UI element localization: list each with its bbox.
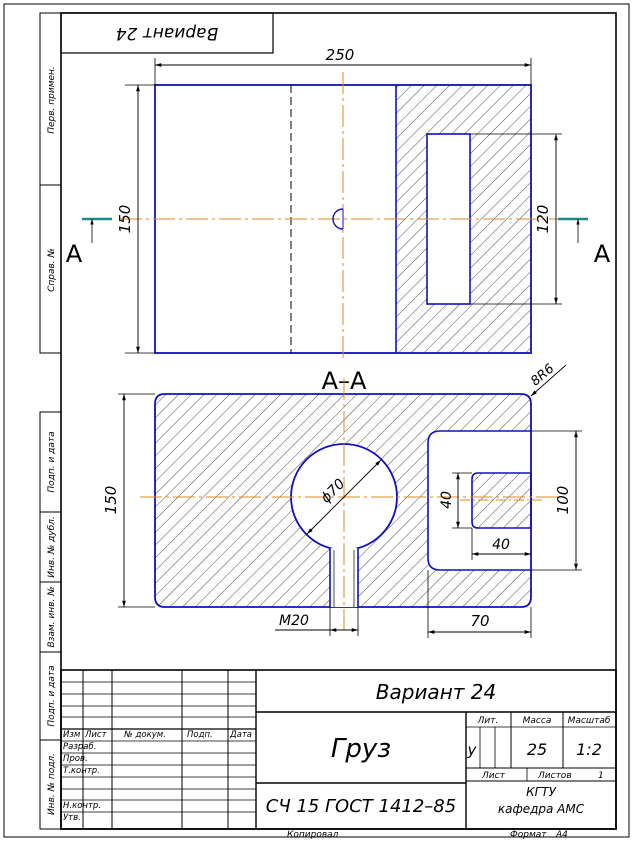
section-dim-notch-width: 40 xyxy=(492,537,510,553)
side-label-inv-podl: Инв. № подл. xyxy=(47,753,57,815)
row-utv: Утв. xyxy=(63,813,81,823)
title-name: Груз xyxy=(331,734,391,764)
massa-label: Масса xyxy=(523,716,552,726)
side-label-inv-dubl: Инв. № дубл. xyxy=(47,516,57,578)
side-label-podp-data-1: Подп. и дата xyxy=(47,431,57,492)
row-tkontr: Т.контр. xyxy=(63,766,100,776)
org-line1: КГТУ xyxy=(526,785,557,799)
section-body xyxy=(155,394,531,607)
rotated-variant-label: Вариант 24 xyxy=(116,23,218,43)
section-dim-100: 100 xyxy=(554,486,572,515)
top-dim-250: 250 xyxy=(326,46,355,64)
side-label-sprav-no: Справ. № xyxy=(47,248,57,292)
section-dim-notch-height: 40 xyxy=(439,491,455,509)
section-dim-150: 150 xyxy=(102,486,120,515)
title-block-text: Вариант 24 Груз СЧ 15 ГОСТ 1412–85 Изм Л… xyxy=(63,680,611,840)
title-material: СЧ 15 ГОСТ 1412–85 xyxy=(266,796,456,817)
col-izm: Изм xyxy=(63,730,81,740)
side-label-podp-data-2: Подп. и дата xyxy=(47,665,57,726)
col-podp: Подп. xyxy=(187,730,213,740)
top-view-hole-arc xyxy=(332,208,344,230)
row-razrab: Разраб. xyxy=(63,742,96,752)
sheet-label: Лист xyxy=(481,771,506,781)
top-view: 250 150 120 A A xyxy=(66,46,611,362)
col-doc: № докум. xyxy=(123,730,166,740)
sheets-label: Листов xyxy=(537,771,572,781)
side-label-perv-primen: Перв. примен. xyxy=(47,66,57,134)
section-dim-thread: M20 xyxy=(279,613,309,629)
massa-value: 25 xyxy=(527,740,547,759)
lit-value: у xyxy=(467,741,478,759)
lit-label: Лит. xyxy=(477,716,499,726)
sheets-value: 1 xyxy=(598,771,604,781)
sheet-outer-frame xyxy=(3,3,630,838)
section-pocket-outline xyxy=(427,430,531,571)
col-list: Лист xyxy=(84,730,108,740)
left-side-strip xyxy=(39,12,62,830)
row-nkontr: Н.контр. xyxy=(63,801,101,811)
org-line2: кафедра АМС xyxy=(498,802,585,816)
title-block xyxy=(60,669,617,830)
section-mark-left: A xyxy=(66,240,83,268)
section-mark-right: A xyxy=(594,240,611,268)
masshtab-label: Масштаб xyxy=(568,716,611,726)
rotated-variant-box xyxy=(60,12,274,54)
section-dim-diameter-line xyxy=(306,459,382,535)
top-dim-120: 120 xyxy=(534,205,552,234)
format-value: А4 xyxy=(555,830,568,840)
title-variant: Вариант 24 xyxy=(376,680,496,704)
format-label: Формат xyxy=(510,830,547,840)
col-data: Дата xyxy=(229,730,252,740)
section-radius-leader xyxy=(530,364,567,397)
copied-label: Копировал xyxy=(287,830,339,840)
row-prov: Пров. xyxy=(63,754,88,764)
top-dim-150: 150 xyxy=(116,205,134,234)
section-view: A–A 8R6 150 ϕ70 40 xyxy=(102,361,582,638)
section-dim-radius: 8R6 xyxy=(528,361,557,389)
masshtab-value: 1:2 xyxy=(576,740,602,759)
side-label-vzam-inv: Взам. инв. № xyxy=(47,586,57,647)
section-dim-70: 70 xyxy=(470,612,489,630)
section-outline xyxy=(154,393,532,608)
